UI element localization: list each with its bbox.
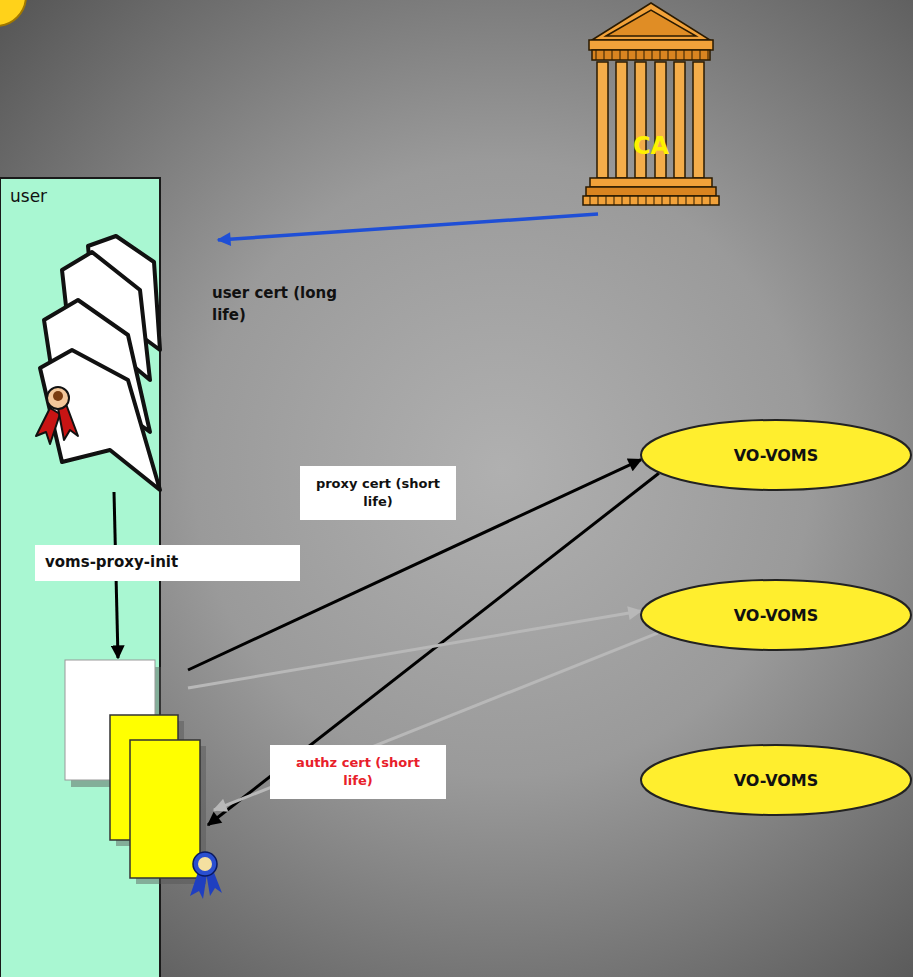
cert-caption: user cert (long life) (212, 283, 342, 327)
command-label: voms-proxy-init (35, 545, 300, 581)
voms-server: VO-VOMS (640, 419, 912, 491)
edge-label: proxy cert (short life) (300, 466, 456, 520)
voms-server: VO-VOMS (640, 579, 912, 651)
ellipse-shape (641, 420, 911, 490)
corner-ornament (0, 0, 26, 26)
connector-arrow (218, 214, 598, 240)
user-cert-drawing (36, 236, 160, 490)
voms-server: VO-VOMS (640, 744, 912, 816)
node-text: VO-VOMS (734, 771, 819, 790)
connector-arrow (214, 633, 658, 810)
node-text: VO-VOMS (734, 446, 819, 465)
ca-building: CA (588, 0, 714, 206)
node-text: user (10, 186, 47, 206)
ca-building-teeth (590, 50, 710, 205)
node-text: CA (633, 132, 669, 160)
ellipse-shape (641, 745, 911, 815)
edge-label: authz cert (short life) (270, 745, 446, 799)
authz-seal (190, 852, 222, 899)
connector-arrow (188, 611, 641, 688)
node-text: VO-VOMS (734, 606, 819, 625)
connector-arrow (208, 473, 659, 825)
ca-building-drawing (583, 3, 719, 205)
ellipse-shape (641, 580, 911, 650)
authz-cert (130, 740, 200, 878)
